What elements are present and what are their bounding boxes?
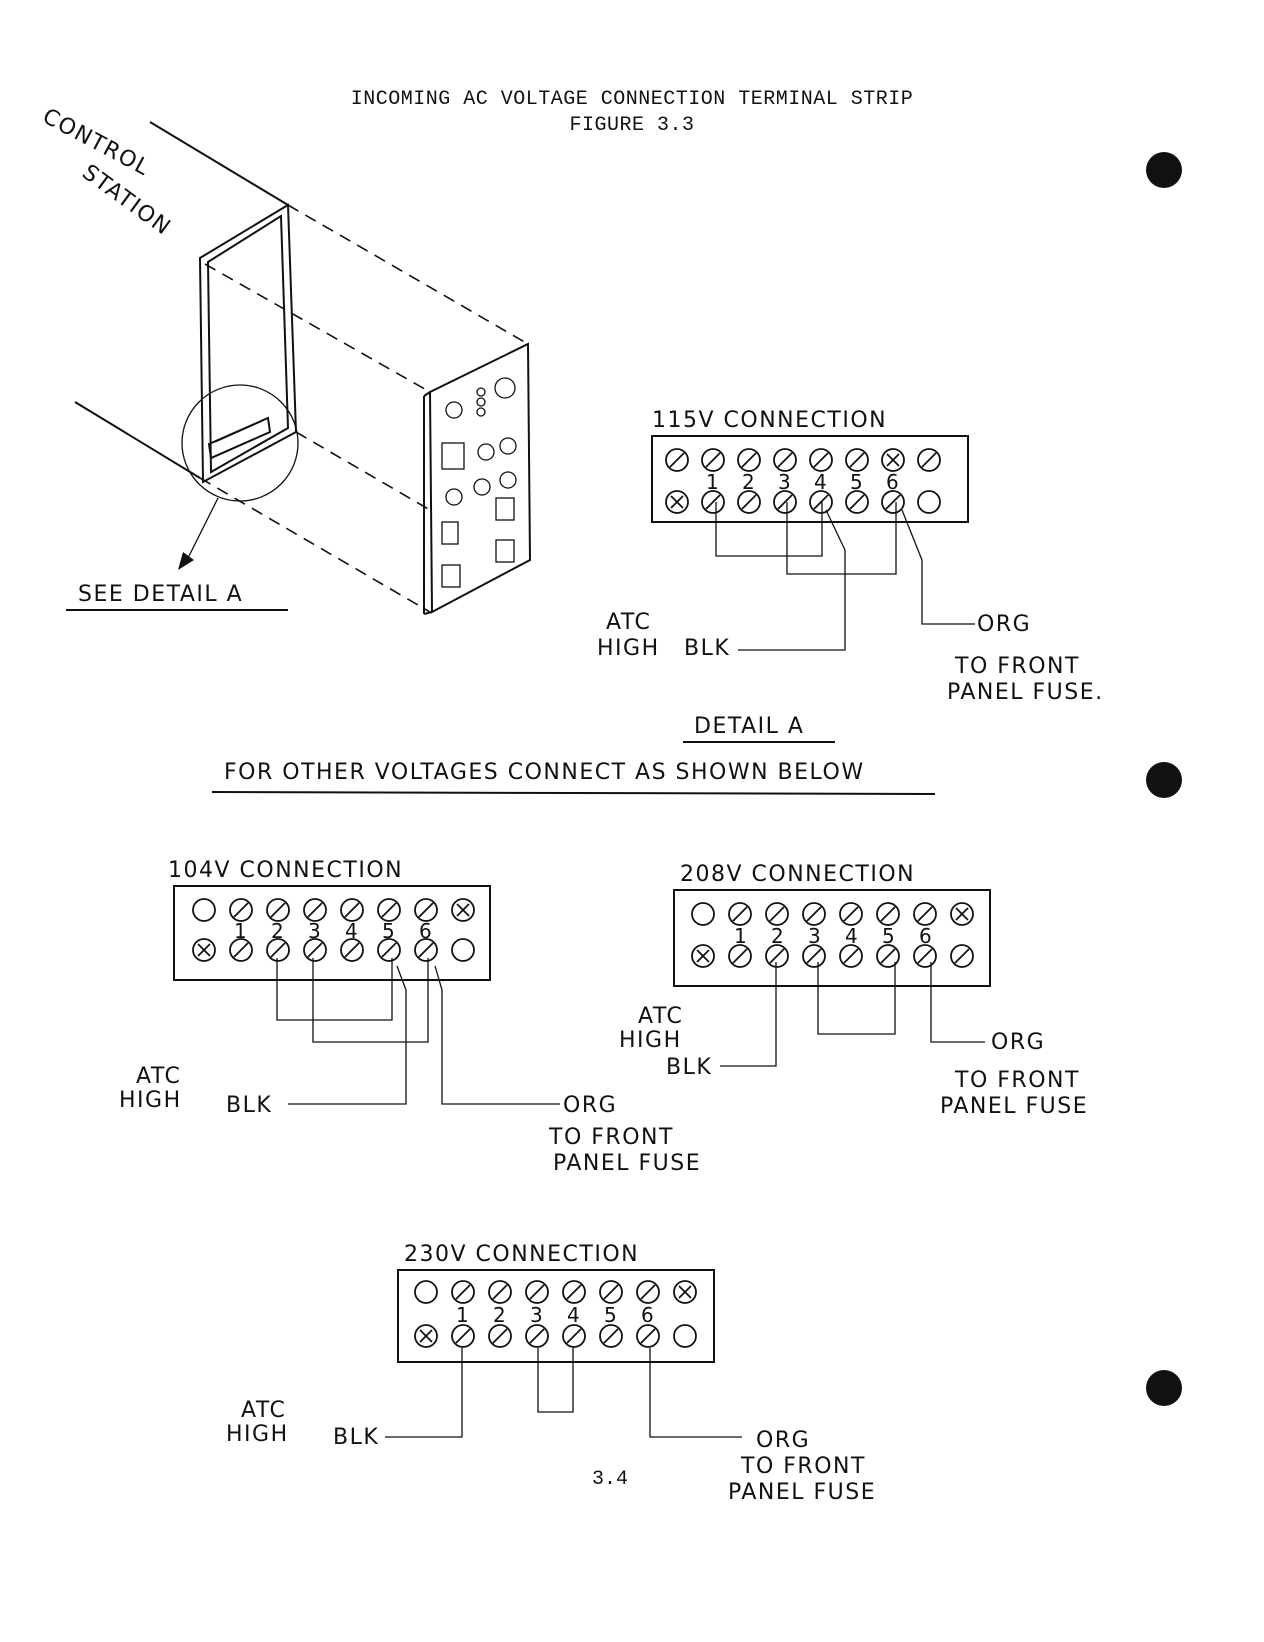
high-label-230v: HIGH — [226, 1422, 289, 1447]
binder-hole-middle — [1146, 762, 1182, 798]
terminal-number: 2 — [271, 919, 284, 943]
terminal-number: 4 — [814, 470, 827, 494]
high-label-115v: HIGH — [597, 636, 660, 661]
terminal-number: 3 — [778, 470, 791, 494]
terminal-screw-top — [192, 898, 216, 922]
page-number: 3.4 — [592, 1468, 629, 1491]
terminal-screw-top — [691, 902, 715, 926]
terminal-screw-bottom — [451, 938, 475, 962]
wiring-104v — [276, 958, 560, 1105]
org-label-104v: ORG — [563, 1093, 618, 1118]
terminal-screw-bottom — [673, 1324, 697, 1348]
terminal-number: 6 — [919, 924, 932, 948]
terminal-number: 1 — [234, 919, 247, 943]
high-label-104v: HIGH — [119, 1088, 182, 1113]
terminal-number: 2 — [493, 1303, 506, 1327]
figure-number: FIGURE 3.3 — [569, 114, 695, 137]
binder-hole-bottom — [1146, 1370, 1182, 1406]
blk-label-104v: BLK — [226, 1093, 273, 1118]
wiring-208v — [720, 962, 985, 1067]
terminal-screw-bottom — [917, 490, 941, 514]
org-label-115v: ORG — [977, 612, 1032, 637]
note-line2-115v: PANEL FUSE. — [947, 680, 1104, 705]
note-line1-208v: TO FRONT — [955, 1068, 1080, 1093]
note-line2-230v: PANEL FUSE — [728, 1480, 877, 1505]
terminal-number: 3 — [808, 924, 821, 948]
control-station-drawing — [74, 121, 532, 615]
blk-label-115v: BLK — [684, 636, 731, 661]
terminal-number: 3 — [530, 1303, 543, 1327]
terminal-number: 4 — [345, 919, 358, 943]
terminal-strip-body — [173, 885, 491, 981]
note-line1-104v: TO FRONT — [549, 1125, 674, 1150]
terminal-number: 3 — [308, 919, 321, 943]
terminal-screw-top — [414, 1280, 438, 1304]
see-detail-a-label: SEE DETAIL A — [78, 582, 244, 607]
connection-title-230v: 230V CONNECTION — [404, 1242, 640, 1267]
atc-label-115v: ATC — [606, 610, 652, 635]
terminal-number: 4 — [845, 924, 858, 948]
figure-title: INCOMING AC VOLTAGE CONNECTION TERMINAL … — [350, 88, 914, 111]
note-line1-115v: TO FRONT — [955, 654, 1080, 679]
note-line2-104v: PANEL FUSE — [553, 1151, 702, 1176]
other-voltages-instruction: FOR OTHER VOLTAGES CONNECT AS SHOWN BELO… — [224, 760, 865, 785]
terminal-number: 5 — [604, 1303, 617, 1327]
terminal-strip-miniature — [207, 416, 272, 460]
terminal-number: 5 — [882, 924, 895, 948]
panel-controls — [441, 377, 517, 588]
terminal-strip-body — [397, 1269, 715, 1363]
connection-title-208v: 208V CONNECTION — [680, 862, 916, 887]
wiring-230v — [385, 1348, 742, 1438]
terminal-strip-body — [673, 889, 991, 987]
terminal-number: 2 — [771, 924, 784, 948]
blk-label-208v: BLK — [666, 1055, 713, 1080]
org-label-230v: ORG — [756, 1428, 811, 1453]
terminal-number: 1 — [456, 1303, 469, 1327]
atc-label-208v: ATC — [638, 1004, 684, 1029]
atc-label-104v: ATC — [136, 1064, 182, 1089]
terminal-number: 6 — [886, 470, 899, 494]
note-line1-230v: TO FRONT — [741, 1454, 866, 1479]
terminal-number: 5 — [382, 919, 395, 943]
org-label-208v: ORG — [991, 1030, 1046, 1055]
note-line2-208v: PANEL FUSE — [940, 1094, 1089, 1119]
atc-label-230v: ATC — [241, 1398, 287, 1423]
terminal-number: 1 — [706, 470, 719, 494]
high-label-208v: HIGH — [619, 1028, 682, 1053]
terminal-number: 6 — [419, 919, 432, 943]
wiring-115v — [715, 502, 975, 651]
blk-label-230v: BLK — [333, 1425, 380, 1450]
terminal-number: 5 — [850, 470, 863, 494]
terminal-number: 1 — [734, 924, 747, 948]
detail-a-label: DETAIL A — [694, 714, 805, 739]
binder-hole-top — [1146, 152, 1182, 188]
connection-title-115v: 115V CONNECTION — [652, 408, 888, 433]
terminal-number: 6 — [641, 1303, 654, 1327]
connection-title-104v: 104V CONNECTION — [168, 858, 404, 883]
terminal-number: 4 — [567, 1303, 580, 1327]
terminal-number: 2 — [742, 470, 755, 494]
